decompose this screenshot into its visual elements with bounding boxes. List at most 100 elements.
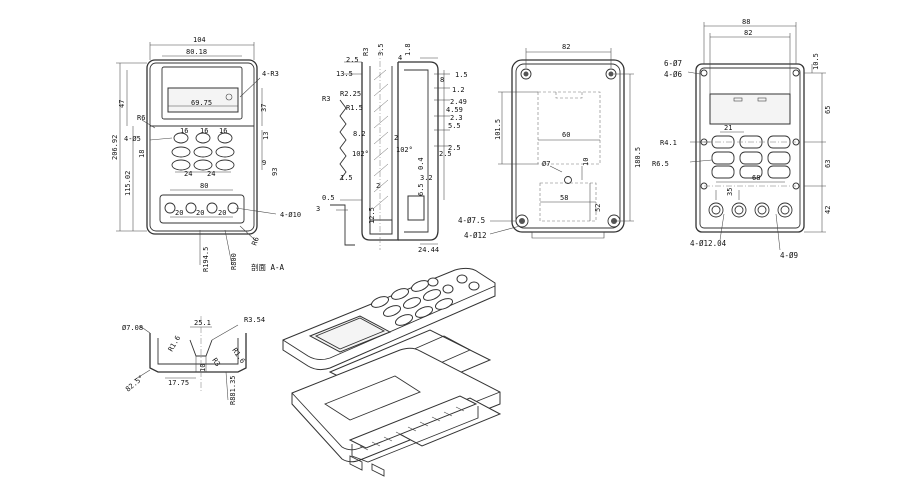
back-view: 82 101.5 60 Ø7 10 58 52 180.5 4-Ø7.5 4-Ø… [458, 43, 642, 240]
dim-6-phi7: 6-Ø7 [664, 59, 682, 68]
dim-9: 9 [262, 159, 266, 167]
dim-17-75: 17.75 [168, 379, 189, 387]
front-dimension-labels: 104 80.18 69.75 4-R3 47 37 206.92 115.02… [111, 36, 301, 272]
front-key [217, 132, 233, 144]
front-key [173, 132, 189, 144]
dim-20-c: 20 [218, 209, 226, 217]
dim-13: 13 [262, 132, 270, 140]
dim-20-b: 20 [196, 209, 204, 217]
sec-outline [149, 333, 247, 373]
dim-63: 63 [824, 160, 832, 168]
dim-101-5: 101.5 [494, 119, 502, 140]
dim-4-phi9: 4-Ø9 [780, 251, 798, 260]
back-dimension-labels: 82 101.5 60 Ø7 10 58 52 180.5 4-Ø7.5 4-Ø… [458, 43, 642, 240]
back-battery-clip [555, 92, 583, 99]
dim-93: 93 [271, 168, 279, 176]
tr-terminal [708, 202, 724, 218]
dim-102-a: 102° [352, 150, 369, 158]
dim-4-phi5: 4-Ø5 [124, 135, 141, 143]
iso-terminal [427, 277, 439, 287]
front-window-frame [161, 66, 243, 120]
iso-hinge-right [371, 463, 385, 477]
iso-terminal [442, 284, 454, 294]
dim-r3-top: R3 [362, 48, 370, 56]
front-key-row-2 [171, 146, 235, 158]
tr-terminal-inner [780, 205, 790, 215]
front-window-hole [225, 93, 233, 101]
dim-r1-6-a: R1.6 [167, 334, 182, 353]
iso-stand-edge [351, 406, 479, 463]
dim-0-5: 0.5 [322, 194, 335, 202]
tr-body-inner [699, 67, 801, 229]
dim-2-c: 2 [376, 182, 380, 190]
dim-r194-5: R194.5 [202, 247, 210, 272]
iso-display-window [308, 315, 392, 353]
dim-r2-25: R2.25 [340, 90, 361, 98]
dim-16-c: 16 [219, 127, 227, 135]
front-body-inner [149, 62, 255, 232]
dim-10-back: 10 [582, 158, 590, 166]
dim-20-a: 20 [175, 209, 183, 217]
front-key [195, 132, 211, 144]
dim-4: 4 [398, 54, 402, 62]
side-battery-block [407, 195, 425, 221]
iso-key [382, 305, 402, 317]
top-right-view: 88 82 6-Ø7 4-Ø6 10.5 65 R4.1 21 R6.5 68 … [652, 18, 832, 260]
dim-42: 42 [824, 206, 832, 214]
dim-82-tr: 82 [744, 29, 752, 37]
dim-4-59: 4.59 [446, 106, 463, 114]
dim-24-44: 24.44 [418, 246, 439, 254]
dim-35: 35 [726, 188, 734, 196]
dim-r3-left: R3 [322, 95, 330, 103]
dim-1-5: 1.5 [455, 71, 468, 79]
back-battery-recess [537, 91, 601, 165]
iso-display-inner [314, 317, 386, 350]
dim-69-75: 69.75 [191, 99, 212, 107]
tr-terminal [731, 202, 747, 218]
dim-5-5: 5.5 [448, 122, 461, 130]
dim-16-a: 16 [180, 127, 188, 135]
dim-6-5: 6.5 [417, 183, 425, 196]
tr-display-window [709, 93, 791, 125]
side-dimension-labels: 2.5 13.5 R3 R2.25 R1.5 R3 3.5 4 1.8 1.5 … [316, 43, 468, 254]
dim-68: 68 [752, 174, 760, 182]
dim-8: 8 [440, 76, 444, 84]
dim-3-2: 3.2 [420, 174, 433, 182]
front-key [193, 159, 213, 171]
side-outer-profile [361, 62, 399, 241]
dim-2-3: 2.3 [450, 114, 463, 122]
dim-10-sec: 10 [199, 364, 207, 372]
bottom-section-view: Ø7.08 25.1 R3.54 82.5° R1.6 R3 R1.6 10 1… [122, 316, 265, 405]
dim-0-4: 0.4 [417, 157, 425, 170]
dim-2-5-top: 2.5 [346, 56, 359, 64]
front-terminal-hole [164, 202, 176, 214]
sec-dimension-lines [133, 324, 239, 401]
iso-bottom-recess [324, 375, 421, 421]
dim-2-5-lower: 2.5 [439, 150, 452, 158]
iso-hinge-left [349, 455, 363, 471]
sec-center-notch [189, 339, 213, 357]
dim-4-phi6: 4-Ø6 [664, 70, 683, 79]
dim-115-02: 115.02 [124, 171, 132, 196]
dim-80: 80 [200, 182, 208, 190]
tr-key [711, 165, 735, 179]
dim-3: 3 [316, 205, 320, 213]
dim-r1-5: R1.5 [346, 104, 363, 112]
tr-key [767, 151, 791, 165]
iso-key [434, 298, 454, 310]
iso-keys [370, 280, 454, 326]
dim-21: 21 [724, 124, 732, 132]
iso-terminal [468, 281, 480, 291]
front-terminal-hole [227, 202, 239, 214]
dim-4-phi10: 4-Ø10 [280, 211, 301, 219]
iso-key [370, 296, 390, 308]
tr-terminal [777, 202, 793, 218]
dim-82-5-deg: 82.5° [124, 374, 145, 394]
front-key [193, 146, 213, 158]
dim-4-phi7-5: 4-Ø7.5 [458, 216, 485, 225]
tr-terminal-inner [757, 205, 767, 215]
dim-65: 65 [824, 106, 832, 114]
tr-key [711, 151, 735, 165]
dim-8-2: 8.2 [353, 130, 366, 138]
